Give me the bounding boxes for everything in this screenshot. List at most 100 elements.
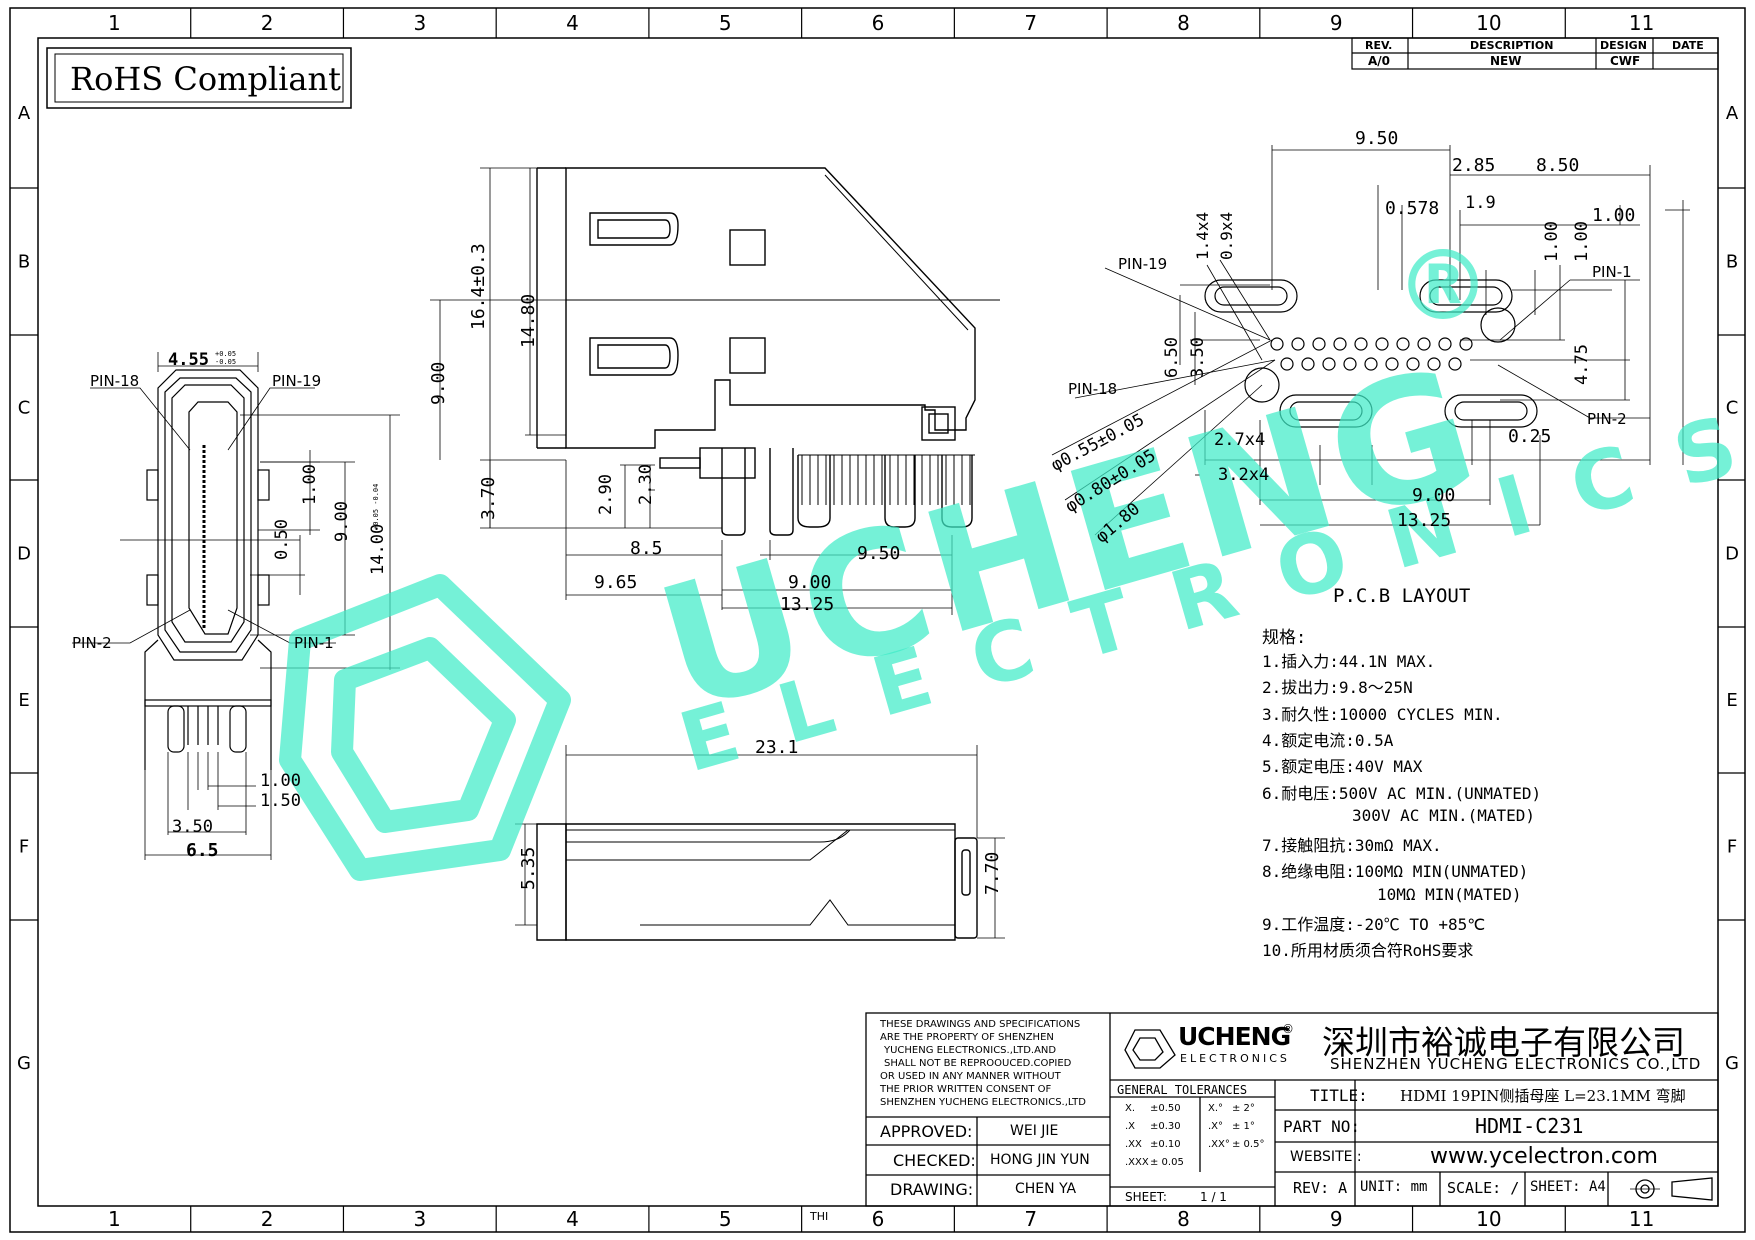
grid-col-label: 6 [872,1207,885,1231]
dimension-label: 1.00 [1542,221,1562,262]
grid-col-label: 6 [872,11,885,35]
notice-line: SHALL NOT BE REPROOUCED.COPIED [884,1058,1072,1069]
spec-item: 10.所用材质须合符RoHS要求 [1262,941,1474,961]
dimension-label: 14.00 [368,523,388,575]
tolerance-cell: .X° [1208,1121,1224,1132]
grid-row-label: B [18,252,30,273]
dimension-label: 2.85 [1452,155,1496,176]
spec-item: 10MΩ MIN(MATED) [1377,884,1522,904]
grid-row-label: B [1726,252,1738,273]
dimension-label: 1.00 [1592,205,1636,226]
grid-col-label: 4 [566,11,579,35]
watermark-reg: ® [1395,230,1491,342]
dimension-label: 9.00 [1412,485,1456,506]
approved-name: WEI JIE [1010,1123,1059,1139]
pin-label: PIN-2 [72,634,112,652]
spec-item: 2.拔出力:9.8～25N [1262,678,1413,698]
dimension-label: 2.30 [636,464,656,505]
notice-line: YUCHENG ELECTRONICS.,LTD.AND [884,1045,1057,1056]
spec-item: 4.额定电流:0.5A [1262,730,1394,750]
dimension-label: 4.75 [1572,344,1592,385]
rev-value: REV: A [1293,1179,1348,1197]
checked-name: HONG JIN YUN [990,1152,1090,1168]
grid-col-label: 7 [1024,11,1037,35]
pin-label: PIN-2 [1587,410,1627,428]
grid-row-label: F [19,837,29,858]
spec-heading: 规格: [1262,628,1307,648]
logo-sub: ELECTRONICS [1180,1052,1290,1065]
pin-label: PIN-18 [90,372,140,390]
bottom-view [515,745,1005,941]
scale-value: SCALE: / [1447,1179,1520,1197]
pin-label: PIN-19 [1118,255,1168,273]
tolerance-cell: .XXX [1125,1157,1149,1168]
grid-col-label: 5 [719,1207,732,1231]
checked-label: CHECKED: [893,1151,976,1170]
dimension-label: 1.00 [260,771,301,791]
dimension-label: 9.65 [594,572,638,593]
dimension-label: 8.50 [1536,155,1580,176]
notice-line: ARE THE PROPERTY OF SHENZHEN [880,1032,1054,1043]
tolerance-cell: ± 1° [1232,1121,1255,1132]
dimension-label: 9.50 [1355,128,1399,149]
dimension-label: 3.2x4 [1218,465,1270,485]
dimension-label: 9.50 [857,543,901,564]
grid-col-label: 1 [108,1207,121,1231]
unit-value: UNIT: mm [1360,1179,1428,1195]
rev-header: DESIGN [1600,39,1647,52]
dimension-label: 9.00 [332,501,352,542]
rev-header: REV. [1365,39,1393,52]
tolerance-cell: ± 0.05 [1150,1157,1184,1168]
drawing-name: CHEN YA [1015,1181,1077,1197]
spec-item: 6.耐电压:500V AC MIN.(UNMATED) [1262,783,1542,803]
grid-col-label: 4 [566,1207,579,1231]
tolerance-cell: .X [1125,1121,1136,1132]
grid-row-label: A [18,103,31,124]
sheet-label: SHEET: [1125,1190,1167,1204]
rev-cell: NEW [1490,54,1522,68]
spec-item: 1.插入力:44.1N MAX. [1262,652,1436,671]
grid-row-label: C [18,398,31,419]
rev-header: DESCRIPTION [1470,39,1554,52]
grid-row-label: F [1727,837,1737,858]
notice-line: OR USED IN ANY MANNER WITHOUT [880,1071,1061,1082]
spec-item: 3.耐久性:10000 CYCLES MIN. [1262,704,1503,724]
dimension-label: 1.00 [300,464,320,505]
notice-line: SHENZHEN YUCHENG ELECTRONICS.,LTD [880,1097,1086,1108]
grid-col-label: 11 [1629,1207,1654,1231]
grid-row-label: A [1726,103,1739,124]
notice-line: THE PRIOR WRITTEN CONSENT OF [880,1084,1052,1095]
dimension-label: 1.50 [260,791,301,811]
dimension-label: 13.25 [780,594,835,615]
spec-item: 300V AC MIN.(MATED) [1352,805,1536,825]
grid-col-label: 2 [261,11,274,35]
company-en: SHENZHEN YUCHENG ELECTRONICS CO.,LTD [1330,1055,1702,1073]
dimension-label: 3.70 [478,476,499,520]
dimension-label: 4.55 [168,350,209,370]
approved-label: APPROVED: [880,1122,973,1141]
notice-line: THESE DRAWINGS AND SPECIFICATIONS [880,1019,1081,1030]
company-cn: 深圳市裕诚电子有限公司 [1322,1023,1685,1062]
dimension-label: 2.90 [596,474,616,515]
website-value: www.ycelectron.com [1430,1144,1658,1169]
dimension-label: 0.50 [272,519,292,560]
grid-row-label: D [17,544,31,565]
rev-header: DATE [1672,39,1704,52]
grid-col-label: 3 [413,11,426,35]
title-block-frame [865,1012,1719,1207]
logo-reg: ® [1282,1022,1294,1036]
rev-cell: A/0 [1368,54,1391,68]
pcb-layout [1051,145,1690,536]
grid-col-label: 8 [1177,1207,1190,1231]
grid-row-label: C [1726,398,1739,419]
tolerance-cell: X.° [1208,1103,1224,1114]
tolerance-cell: ± 2° [1232,1103,1255,1114]
bottom-mark: THI [810,1210,829,1223]
grid-col-label: 11 [1629,11,1654,35]
dimension-label: 3.50 [172,817,213,837]
pin-label: PIN-19 [272,372,322,390]
tolerance-label: +0.05 -0.04 [372,483,380,530]
title-label: TITLE: [1310,1086,1368,1105]
pcb-title: P.C.B LAYOUT [1333,585,1471,607]
website-label: WEBSITE : [1290,1149,1362,1165]
